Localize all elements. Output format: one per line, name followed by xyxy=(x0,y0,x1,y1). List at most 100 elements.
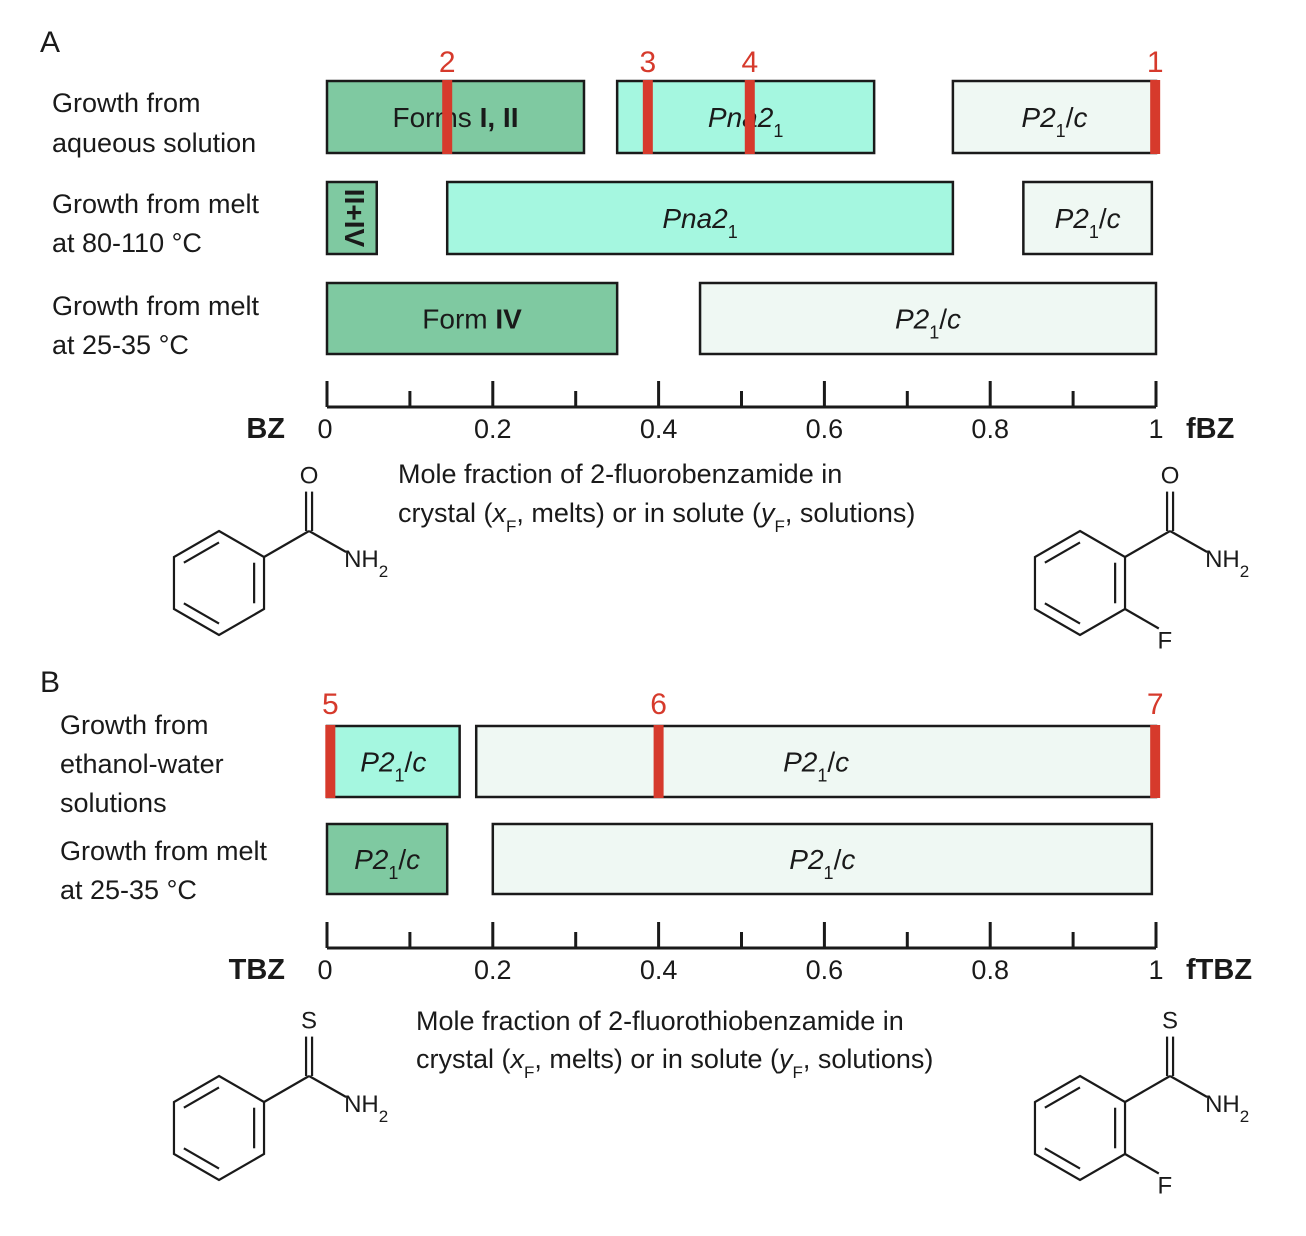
tick-label: 1 xyxy=(1148,955,1163,985)
ring-carbon-bond xyxy=(1124,530,1171,558)
amine-group: NH2 xyxy=(344,1091,388,1126)
phase-bar xyxy=(325,281,619,356)
tick-label: 0.8 xyxy=(971,414,1009,444)
tick-label: 0 xyxy=(317,955,332,985)
phase-label: Forms I, II xyxy=(392,102,518,133)
sample-marker-label: 3 xyxy=(639,46,656,79)
tick-label: 0.4 xyxy=(640,955,678,985)
phase-label: P21/c xyxy=(895,304,961,343)
tick-label: 0.6 xyxy=(806,414,844,444)
sulfur-atom: S xyxy=(1162,1008,1178,1035)
benzamide-structure: O NH2 xyxy=(172,463,388,637)
aromatic-bond xyxy=(183,541,220,564)
ring-carbon-bond xyxy=(263,530,310,558)
growth-row: Growth from melt at 25-35 °C P21/c P21/c xyxy=(60,822,1154,905)
phase-label: P21/c xyxy=(360,747,426,786)
row-label: aqueous solution xyxy=(52,128,256,158)
phase-bar xyxy=(491,822,1154,896)
sample-marker-label: 4 xyxy=(741,46,758,79)
fluorine-atom: F xyxy=(1157,628,1172,655)
row-label: at 80-110 °C xyxy=(52,228,202,258)
panel-label: A xyxy=(40,26,60,59)
row-label: Growth from melt xyxy=(52,189,260,219)
row-label: solutions xyxy=(60,788,167,818)
sample-marker-label: 5 xyxy=(322,688,339,721)
fluorine-atom: F xyxy=(1157,1173,1172,1200)
ring-carbon-bond xyxy=(1124,1075,1171,1103)
phase-bar xyxy=(325,822,449,896)
sample-marker xyxy=(442,80,453,154)
growth-row: Growth from aqueous solution Forms I, II Pn… xyxy=(52,46,1164,158)
amine-bond xyxy=(308,1075,347,1098)
amine-group: NH2 xyxy=(344,546,388,581)
row-label: Growth from xyxy=(60,710,209,740)
phase-bar xyxy=(325,180,378,256)
tick-label: 0.2 xyxy=(474,414,512,444)
axis-title-line1: Mole fraction of 2-fluorobenzamide in xyxy=(398,459,842,489)
phase-label: P21/c xyxy=(783,747,849,786)
row-label: Growth from melt xyxy=(52,291,260,321)
sample-marker xyxy=(744,80,755,154)
fluoro-bond xyxy=(1124,1153,1160,1175)
tick-label: 0 xyxy=(317,414,332,444)
tick-label: 0.2 xyxy=(474,955,512,985)
axis-title-line2: crystal (xF, melts) or in solute (yF, so… xyxy=(398,498,915,536)
sample-marker xyxy=(642,80,653,154)
phase-bar xyxy=(1022,180,1154,256)
phase-label: Form IV xyxy=(422,304,522,335)
aromatic-bond xyxy=(1044,1086,1081,1109)
left-compound-label: BZ xyxy=(246,413,285,445)
sample-marker-label: 1 xyxy=(1147,46,1164,79)
phase-label: P21/c xyxy=(354,844,420,883)
amine-bond xyxy=(1169,530,1208,553)
oxygen-atom: O xyxy=(300,463,319,490)
phase-bar xyxy=(474,724,1158,799)
phase-bar xyxy=(698,281,1158,356)
row-label: Growth from melt xyxy=(60,836,268,866)
aromatic-bond xyxy=(183,1147,220,1170)
aromatic-bond xyxy=(1044,602,1081,625)
growth-row: Growth from melt at 80-110 °C II+IV Pna21 P2… xyxy=(52,180,1154,258)
right-compound-label: fBZ xyxy=(1186,413,1234,445)
amine-bond xyxy=(1169,1075,1208,1098)
aromatic-bond xyxy=(1044,1147,1081,1170)
benzene-ring xyxy=(172,529,266,637)
tick-label: 0.6 xyxy=(806,955,844,985)
phase-label: Pna21 xyxy=(708,102,783,141)
aromatic-bond xyxy=(183,1086,220,1109)
aromatic-bond xyxy=(183,602,220,625)
phase-label: P21/c xyxy=(789,844,855,883)
benzene-ring xyxy=(1033,529,1127,637)
row-label: ethanol-water xyxy=(60,749,224,779)
ring-carbon-bond xyxy=(263,1075,310,1103)
phase-bar xyxy=(951,79,1158,155)
phase-bar xyxy=(445,180,955,256)
row-label: at 25-35 °C xyxy=(60,875,197,905)
phase-label: P21/c xyxy=(1055,203,1121,242)
amine-group: NH2 xyxy=(1205,546,1249,581)
growth-row: Growth from melt at 25-35 °C Form IV P21/c xyxy=(52,281,1158,360)
phase-label: Pna21 xyxy=(662,203,737,242)
row-label: at 25-35 °C xyxy=(52,330,189,360)
sample-marker-label: 6 xyxy=(650,688,667,721)
panel-a: A Growth from aqueous solution Forms I, II P… xyxy=(40,26,1234,536)
phase-bar xyxy=(325,79,586,155)
sample-marker xyxy=(653,725,664,798)
amine-bond xyxy=(308,530,347,553)
tick-label: 1 xyxy=(1148,414,1163,444)
row-label: Growth from xyxy=(52,88,201,118)
panel-label: B xyxy=(40,666,60,699)
sample-marker xyxy=(1150,725,1161,798)
growth-row: Growth from ethanol-water solutions P21/c P2… xyxy=(60,688,1164,818)
benzene-ring xyxy=(172,1074,266,1182)
phase-label: II+IV xyxy=(339,189,370,248)
left-compound-label: TBZ xyxy=(229,954,285,986)
fluoro-bond xyxy=(1124,608,1160,630)
tick-label: 0.8 xyxy=(971,955,1009,985)
